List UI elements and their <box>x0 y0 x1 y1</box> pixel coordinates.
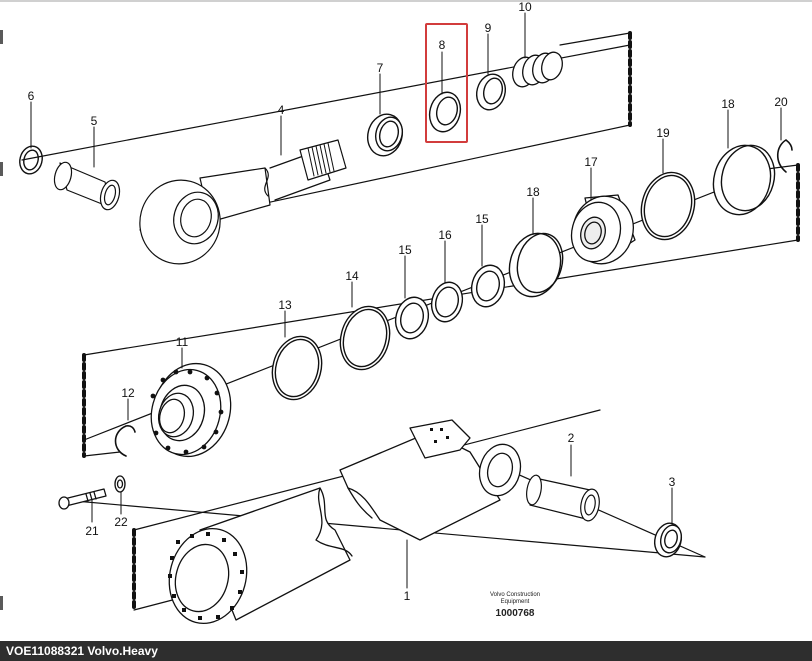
part-22-washer <box>114 475 126 493</box>
part-4-piston-rod <box>139 139 347 265</box>
dashed-bracket <box>82 31 800 612</box>
label-part-15: 15 <box>398 243 412 257</box>
label-part-15: 15 <box>475 212 489 226</box>
bracket-line <box>559 32 631 46</box>
part-14-oring <box>339 305 391 371</box>
label-part-1: 1 <box>404 589 411 603</box>
bracket-line <box>83 451 121 457</box>
drawing-number: 1000768 <box>495 608 535 619</box>
part-7-seal <box>367 113 404 157</box>
label-part-17: 17 <box>584 155 598 169</box>
label-part-6: 6 <box>28 89 35 103</box>
part-2-bushing <box>526 474 600 522</box>
label-part-16: 16 <box>438 228 452 242</box>
label-part-12: 12 <box>121 386 135 400</box>
left-edge-marker <box>0 596 3 610</box>
drawing-stamp: Volvo Construction Equipment 1000768 <box>470 592 560 619</box>
part-5-bushing <box>53 161 121 211</box>
stamp-company-sub: Equipment <box>500 599 530 605</box>
label-part-3: 3 <box>669 475 676 489</box>
part-21-bolt <box>58 488 107 510</box>
part-12-snap-ring <box>114 425 136 457</box>
axis-line-bottom-bolt <box>63 499 706 558</box>
image-caption-bar: VOE11088321 Volvo.Heavy <box>0 641 812 661</box>
caption-text: VOE11088321 Volvo.Heavy <box>6 644 158 658</box>
stamp-company: Volvo Construction <box>489 592 541 598</box>
part-13-oring <box>271 335 323 401</box>
left-edge-marker <box>0 162 3 176</box>
label-part-22: 22 <box>114 515 128 529</box>
label-part-4: 4 <box>278 103 285 117</box>
part-6-ring <box>19 145 43 175</box>
part-15-ring-left <box>394 296 430 340</box>
label-part-18: 18 <box>526 185 540 199</box>
part-18-ring-left <box>508 232 564 298</box>
label-part-10: 10 <box>518 0 532 14</box>
part-11-cylinder-head <box>150 362 232 458</box>
label-part-11: 11 <box>176 335 189 349</box>
part-labels: 6 5 4 7 8 9 10 18 20 19 17 18 15 16 15 1… <box>28 0 788 603</box>
part-1-cylinder-tube <box>168 419 522 625</box>
label-part-13: 13 <box>278 298 292 312</box>
label-part-21: 21 <box>85 524 99 538</box>
top-border <box>0 0 812 2</box>
part-10-coil <box>512 51 563 88</box>
label-part-2: 2 <box>568 431 575 445</box>
highlight-box-part-8 <box>425 23 468 143</box>
label-part-7: 7 <box>377 61 384 75</box>
label-part-14: 14 <box>345 269 359 283</box>
label-part-18: 18 <box>721 97 735 111</box>
part-18-ring-right <box>712 144 776 216</box>
label-part-9: 9 <box>485 21 492 35</box>
label-part-8: 8 <box>439 38 446 52</box>
part-8-wiper <box>428 91 462 133</box>
label-part-5: 5 <box>91 114 98 128</box>
part-20-snap-ring <box>776 139 793 173</box>
part-3-seal <box>653 522 683 558</box>
part-17-piston <box>570 194 636 265</box>
label-part-20: 20 <box>774 95 788 109</box>
left-edge-marker <box>0 30 3 44</box>
leader-lines <box>30 12 782 589</box>
part-9-ring <box>475 73 507 111</box>
part-15-ring-right <box>470 264 506 308</box>
part-16-ring <box>430 281 464 323</box>
part-19-oring <box>640 171 696 241</box>
label-part-19: 19 <box>656 126 670 140</box>
